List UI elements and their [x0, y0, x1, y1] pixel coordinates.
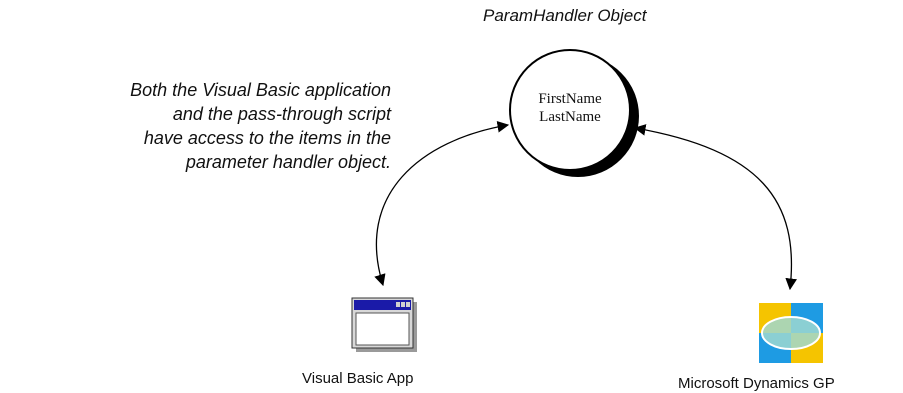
param-handler-circle: [509, 49, 639, 177]
item-last-name: LastName: [539, 109, 601, 125]
visual-basic-app-label: Visual Basic App: [302, 370, 414, 387]
right-connector-arrow: [633, 124, 797, 291]
left-connector-arrow: [374, 121, 510, 287]
note-line: and the pass-through script: [172, 104, 391, 124]
window-icon: [351, 297, 417, 352]
object-title: ParamHandler Object: [483, 6, 647, 25]
annotation-note: Both the Visual Basic application and th…: [11, 78, 391, 174]
object-items: FirstName LastName: [520, 90, 620, 126]
dynamics-gp-icon: [759, 303, 823, 363]
note-line: have access to the items in the: [143, 128, 391, 148]
note-line: parameter handler object.: [185, 152, 391, 172]
note-line: Both the Visual Basic application: [130, 80, 391, 100]
item-first-name: FirstName: [538, 91, 602, 107]
dynamics-gp-label: Microsoft Dynamics GP: [678, 375, 835, 392]
